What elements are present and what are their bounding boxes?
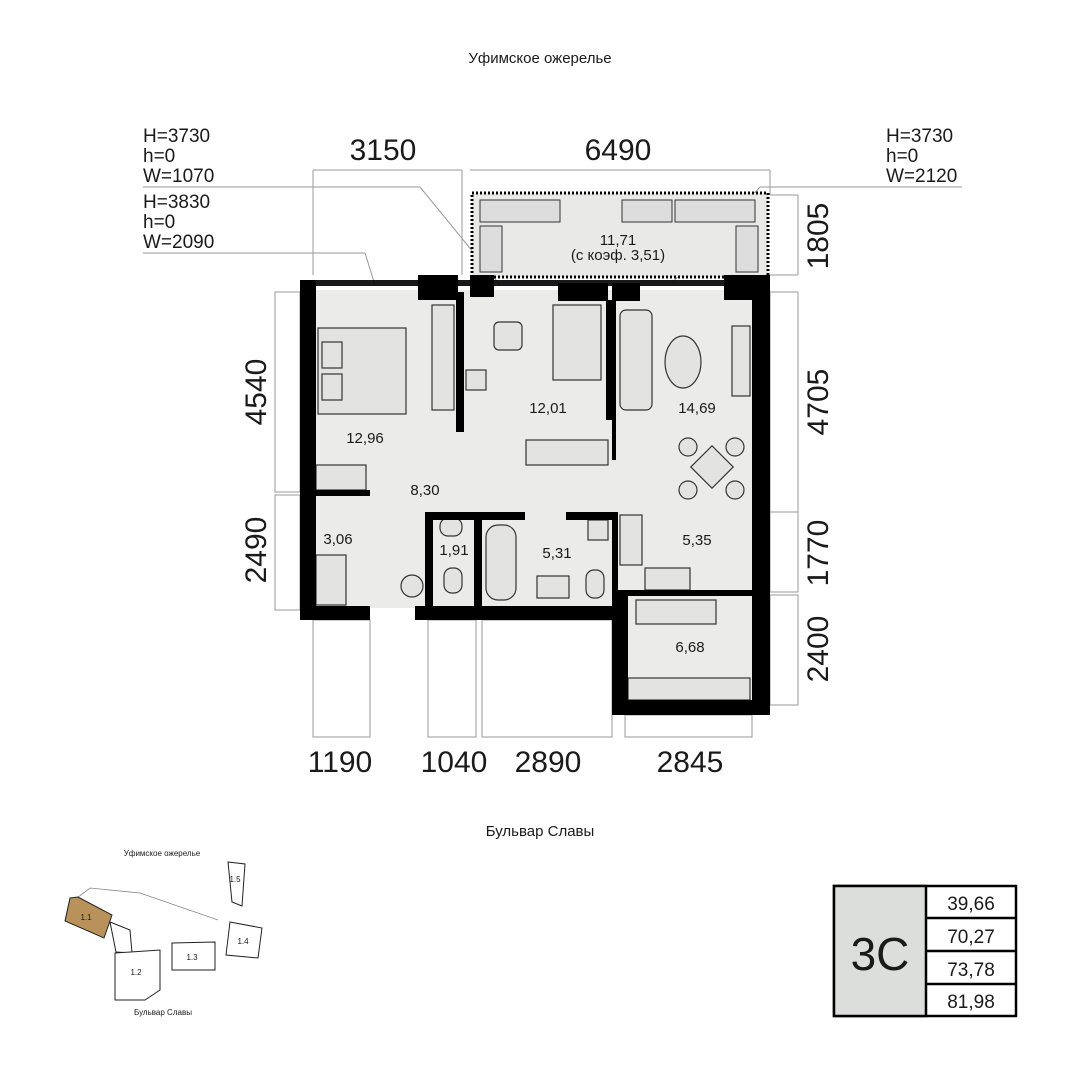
svg-text:h=0: h=0	[143, 146, 175, 167]
area-value-4: 81,98	[947, 992, 995, 1013]
street-label-top: Уфимское ожерелье	[468, 50, 611, 67]
window-spec-right-1: H=3730 h=0 W=2120	[886, 126, 957, 187]
room-area-hall: 8,30	[410, 482, 439, 499]
dim-bottom-4: 2845	[657, 746, 724, 779]
site-minimap: Уфимское ожерелье Бульвар Славы 1.1 1.2 …	[64, 849, 263, 1017]
room-area-wardrobe: 3,06	[323, 531, 352, 548]
room-area-bedroom: 12,96	[346, 430, 384, 447]
dim-top-2: 6490	[585, 134, 652, 167]
dim-left-1: 4540	[240, 359, 273, 426]
dim-right-4: 2400	[802, 616, 835, 683]
dim-bottom-3: 2890	[515, 746, 582, 779]
svg-text:h=0: h=0	[886, 146, 918, 167]
room-area-wc: 1,91	[439, 542, 468, 559]
room-area-balcony-note: (с коэф. 3,51)	[571, 247, 665, 264]
svg-text:Бульвар Славы: Бульвар Славы	[134, 1008, 192, 1017]
room-area-balcony: 11,71	[600, 232, 636, 249]
room-area-bath: 5,31	[542, 545, 571, 562]
dim-bottom-1: 1190	[308, 746, 373, 779]
svg-text:H=3730: H=3730	[886, 126, 953, 147]
svg-text:1.2: 1.2	[130, 968, 142, 977]
balcony	[470, 191, 770, 279]
room-area-living: 14,69	[678, 400, 716, 417]
svg-text:h=0: h=0	[143, 212, 175, 233]
walls	[300, 275, 770, 715]
svg-text:H=3730: H=3730	[143, 126, 210, 147]
room-area-storage: 6,68	[675, 639, 704, 656]
svg-text:H=3830: H=3830	[143, 192, 210, 213]
room-area-kitchen: 5,35	[682, 532, 711, 549]
svg-text:1.1: 1.1	[80, 913, 92, 922]
svg-text:Уфимское ожерелье: Уфимское ожерелье	[124, 849, 201, 858]
room-area-room: 12,01	[529, 400, 567, 417]
dim-bottom-2: 1040	[421, 746, 488, 779]
area-value-2: 70,27	[947, 927, 995, 948]
svg-text:1.3: 1.3	[186, 953, 198, 962]
dim-top-1: 3150	[350, 134, 417, 167]
svg-text:1.4: 1.4	[237, 937, 249, 946]
dim-left-2: 2490	[240, 517, 273, 584]
dim-right-1: 1805	[802, 203, 835, 270]
window-spec-left-1: H=3730 h=0 W=1070	[143, 126, 214, 187]
svg-text:W=2120: W=2120	[886, 166, 957, 187]
svg-text:W=1070: W=1070	[143, 166, 214, 187]
window-spec-left-2: H=3830 h=0 W=2090	[143, 192, 214, 253]
svg-text:W=2090: W=2090	[143, 232, 214, 253]
apartment-type: 3С	[851, 928, 910, 980]
area-value-3: 73,78	[947, 960, 995, 981]
svg-text:1.5: 1.5	[229, 875, 241, 884]
dim-right-3: 1770	[802, 520, 835, 587]
furniture	[315, 304, 751, 701]
street-label-bottom: Бульвар Славы	[486, 823, 595, 840]
apartment-summary-table: 3С 39,66 70,27 73,78 81,98	[832, 884, 1018, 1018]
dim-right-2: 4705	[802, 369, 835, 436]
area-value-1: 39,66	[947, 894, 995, 915]
